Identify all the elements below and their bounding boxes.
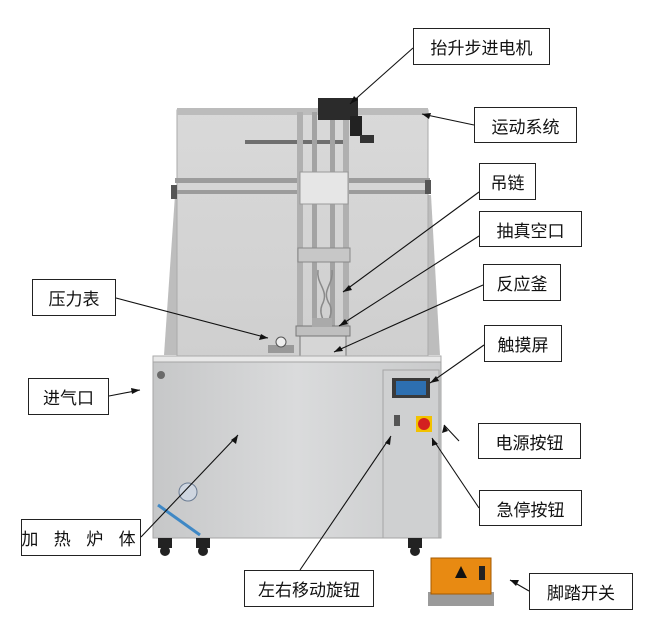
lift-columns xyxy=(297,112,351,327)
label-rotary-knob: 左右移动旋钮 xyxy=(244,570,374,607)
label-power-button: 电源按钮 xyxy=(478,423,581,459)
arrowheads xyxy=(131,96,519,586)
logo-mark xyxy=(157,371,165,379)
label-emergency-stop: 急停按钮 xyxy=(479,490,582,526)
stepper-motor xyxy=(318,98,374,143)
label-furnace-body: 加 热 炉 体 xyxy=(21,519,141,556)
side-sticker xyxy=(157,482,201,537)
label-chain: 吊链 xyxy=(479,163,536,200)
cabinet-top xyxy=(152,355,442,363)
knob-drawing xyxy=(394,415,400,426)
casters xyxy=(158,538,422,556)
touch-screen-drawing xyxy=(392,378,430,398)
foot-pedal-drawing xyxy=(428,557,494,606)
emergency-stop-drawing xyxy=(416,416,432,432)
label-reactor: 反应釜 xyxy=(483,264,561,301)
label-lift-motor: 抬升步进电机 xyxy=(413,28,550,65)
leader-lines xyxy=(108,47,530,592)
label-gas-inlet: 进气口 xyxy=(28,378,109,415)
top-rail xyxy=(177,108,428,115)
label-touch-screen: 触摸屏 xyxy=(484,325,562,362)
label-motion-system: 运动系统 xyxy=(474,107,577,143)
label-vacuum-port: 抽真空口 xyxy=(479,211,582,247)
pressure-gauge-drawing xyxy=(268,336,294,353)
reactor-vessel xyxy=(295,318,351,357)
label-foot-switch: 脚踏开关 xyxy=(529,573,633,610)
label-pressure-gauge: 压力表 xyxy=(32,279,116,316)
